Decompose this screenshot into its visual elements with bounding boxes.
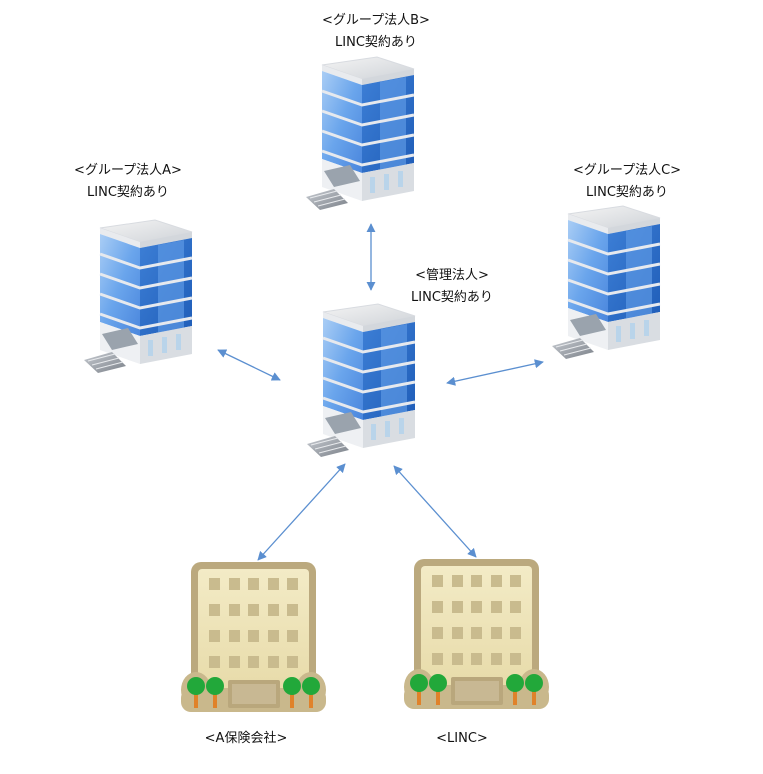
manager-title: <管理法人> <box>415 268 489 283</box>
manager-building-icon[interactable] <box>303 302 418 457</box>
arrow-manager-linc <box>393 465 477 558</box>
insurer-building-icon[interactable] <box>181 560 326 720</box>
node-group-a-label: <グループ法人A> LINC契約あり <box>74 160 182 204</box>
node-group-c-label: <グループ法人C> LINC契約あり <box>573 160 681 204</box>
node-linc-label: <LINC> <box>436 728 488 750</box>
group-b-title: <グループ法人B> <box>322 13 430 28</box>
arrow-manager-group-c <box>446 359 544 386</box>
linc-building-icon[interactable] <box>404 557 549 717</box>
node-manager-label: <管理法人> LINC契約あり <box>411 265 493 309</box>
group-c-subtitle: LINC契約あり <box>586 185 668 200</box>
arrow-manager-insurer <box>257 463 346 561</box>
group-a-building-icon[interactable] <box>80 218 195 373</box>
arrow-manager-group-a <box>217 349 281 381</box>
group-b-subtitle: LINC契約あり <box>335 35 417 50</box>
group-a-subtitle: LINC契約あり <box>87 185 169 200</box>
group-c-title: <グループ法人C> <box>572 163 682 178</box>
node-insurer-label: <A保険会社> <box>205 728 288 750</box>
insurer-title: <A保険会社> <box>204 731 288 746</box>
manager-subtitle: LINC契約あり <box>411 290 493 305</box>
group-c-building-icon[interactable] <box>548 204 663 359</box>
linc-title: <LINC> <box>436 731 488 746</box>
node-group-b-label: <グループ法人B> LINC契約あり <box>322 10 430 54</box>
group-a-title: <グループ法人A> <box>74 163 182 178</box>
group-b-building-icon[interactable] <box>302 55 417 210</box>
